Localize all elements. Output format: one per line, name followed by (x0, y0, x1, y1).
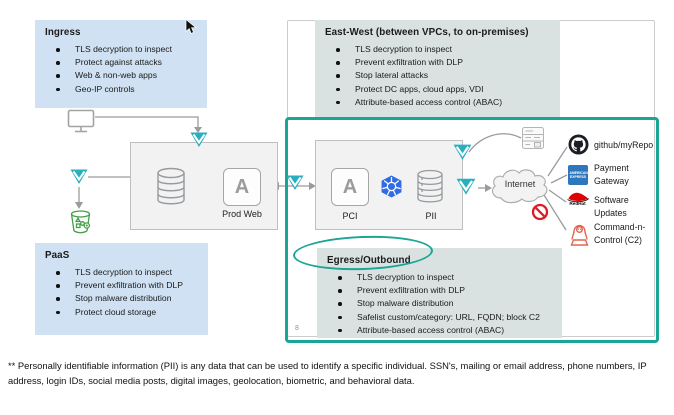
pci-pii-box: A PCI (315, 140, 463, 230)
github-repo-label: github/myRepo (594, 140, 654, 150)
gateway-chevron-icon (456, 178, 476, 195)
database-icon (417, 169, 443, 203)
bullet-item: Prevent exfiltration with DLP (327, 284, 552, 297)
gateway-chevron-icon (286, 175, 304, 190)
internet-cloud: Internet (488, 165, 552, 207)
east-west-title: East-West (between VPCs, to on-premises) (325, 27, 529, 38)
redhat-badge-text: RedHat (569, 202, 586, 207)
bullet-item: TLS decryption to inspect (325, 43, 550, 56)
east-west-callout: East-West (between VPCs, to on-premises)… (315, 20, 560, 117)
prod-web-box: A Prod Web (130, 142, 278, 230)
bullet-item: Protect DC apps, cloud apps, VDI (325, 83, 550, 96)
gateway-chevron-icon (190, 132, 208, 147)
redhat-fedora-icon (566, 192, 589, 203)
app-letter: A (342, 175, 358, 198)
blocked-icon (531, 203, 549, 221)
paas-title: PaaS (45, 250, 70, 261)
bullet-item: Prevent exfiltration with DLP (45, 279, 198, 292)
bullet-item: Prevent exfiltration with DLP (325, 56, 550, 69)
bullet-item: Stop malware distribution (327, 297, 552, 310)
kubernetes-icon (381, 175, 402, 198)
protected-egress-zone-border (285, 117, 659, 343)
server-icon (522, 127, 544, 149)
bullet-item: Safelist custom/category: URL, FQDN; blo… (327, 311, 552, 324)
bullet-item: Protect cloud storage (45, 306, 198, 319)
prod-web-label: Prod Web (222, 209, 262, 219)
bullet-item: TLS decryption to inspect (327, 271, 552, 284)
redhat-icon: RedHat (563, 189, 592, 214)
cloud-icon (491, 169, 548, 204)
mouse-cursor-icon (185, 19, 197, 34)
command-control-label: Command-n-Control (C2) (594, 222, 646, 245)
hacker-icon (570, 224, 589, 246)
bullet-item: Protect against attacks (45, 56, 197, 69)
egress-callout: Egress/Outbound TLS decryption to inspec… (317, 248, 562, 338)
database-icon (157, 167, 185, 205)
amex-badge-text: AMERICAN EXPRESS (569, 170, 588, 179)
app-icon: A (331, 168, 369, 206)
page-number: 8 (295, 325, 299, 332)
bullet-item: Geo-IP controls (45, 83, 197, 96)
cloud-storage-bucket-icon (70, 210, 91, 234)
pci-label: PCI (342, 211, 358, 221)
github-icon (568, 134, 589, 155)
internet-label: Internet (504, 179, 536, 189)
bullet-item: Attribute-based access control (ABAC) (327, 324, 552, 337)
bullet-item: TLS decryption to inspect (45, 266, 198, 279)
gateway-chevron-icon (70, 169, 88, 184)
egress-title: Egress/Outbound (327, 255, 411, 266)
monitor-icon (67, 109, 95, 133)
gateway-chevron-icon (453, 144, 472, 160)
bullet-item: TLS decryption to inspect (45, 43, 197, 56)
payment-gateway-label: Payment Gateway (594, 163, 629, 186)
app-icon: A (223, 168, 261, 206)
bullet-item: Web & non-web apps (45, 69, 197, 82)
bullet-item: Stop malware distribution (45, 292, 198, 305)
amex-icon: AMERICAN EXPRESS (568, 165, 588, 185)
pii-label: PII (425, 211, 437, 221)
bullet-item: Attribute-based access control (ABAC) (325, 96, 550, 109)
pii-footnote: ** Personally identifiable information (… (8, 360, 647, 386)
ingress-title: Ingress (45, 27, 81, 38)
app-letter: A (234, 175, 250, 198)
bullet-item: Stop lateral attacks (325, 69, 550, 82)
software-updates-label: Software Updates (594, 195, 629, 218)
